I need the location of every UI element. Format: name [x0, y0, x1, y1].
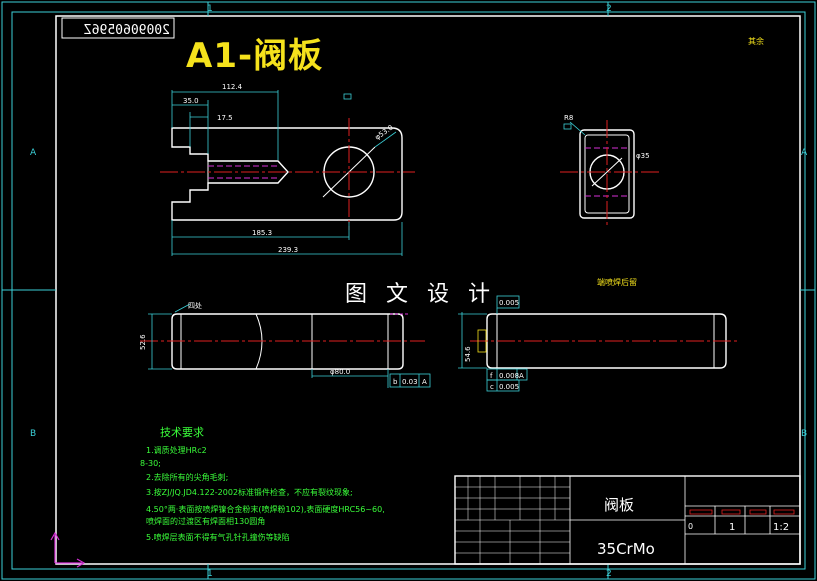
- side-view-dimension-text: R8 φ35: [564, 114, 650, 160]
- dim-17-5: 17.5: [217, 114, 233, 122]
- title-block-text: 阀板 35CrMo 0 1 1:2: [597, 496, 789, 558]
- dim-dia-53: φ53.0: [374, 123, 395, 141]
- dim-dia-35: φ35: [636, 152, 650, 160]
- tol-box-0-005: 0.005: [499, 299, 519, 307]
- tech-req-heading: 技术要求: [160, 426, 204, 439]
- tol-circularity-value: 0.005: [499, 383, 519, 391]
- title-block-small-zero: 0: [688, 522, 693, 531]
- tol-flatness-symbol: f: [490, 372, 493, 380]
- tol-flatness-datum: A: [519, 372, 524, 380]
- zone-number-bottom-1: 1: [207, 569, 213, 579]
- title-block-quantity: 1: [729, 522, 735, 533]
- tol-runout-symbol: b: [393, 378, 398, 386]
- dim-dia-80: φ80.0: [330, 368, 350, 376]
- tech-req-line-7: 5.喷焊层表面不得有气孔针孔撞伤等缺陷: [146, 532, 290, 542]
- title-banner: A1-阀板: [186, 36, 324, 76]
- watermark-text: 图 文 设 计: [345, 282, 496, 307]
- shaft-left-text: 四处 52.6 φ80.0 b 0.03 A: [139, 301, 427, 386]
- title-block-scale: 1:2: [773, 522, 789, 533]
- tol-flatness-value: 0.008: [499, 372, 519, 380]
- shaft-left-view: [140, 303, 431, 388]
- zone-number-top-2: 2: [606, 4, 612, 14]
- zone-letter-left-b: B: [30, 429, 36, 439]
- view-title-four-places: 四处: [188, 301, 202, 310]
- tech-req-line-4: 3.按ZJ/JQ.JD4.122-2002标准锻件检查，不应有裂纹现象;: [146, 487, 353, 497]
- tech-req-line-1: 1.调质处理HRc2: [146, 445, 207, 455]
- zone-number-top-1: 1: [207, 4, 213, 14]
- tech-requirements: 技术要求 1.调质处理HRc2 8-30; 2.去除所有的尖角毛刺; 3.按ZJ…: [140, 426, 385, 542]
- ucs-axis-icon: [50, 531, 86, 568]
- shaft-right-view: [458, 295, 740, 392]
- zone-letter-left-a: A: [30, 148, 37, 158]
- front-view: [160, 90, 415, 256]
- tech-req-line-6: 喷焊面的过渡区有焊面相130圆角: [146, 516, 265, 526]
- title-block: [454, 475, 801, 565]
- tol-runout-value: 0.03: [402, 378, 418, 386]
- tech-req-line-3: 2.去除所有的尖角毛刺;: [146, 472, 228, 482]
- dim-r8: R8: [564, 114, 573, 122]
- dim-185-3: 185.3: [252, 229, 272, 237]
- title-block-part-name: 阀板: [604, 496, 634, 514]
- zone-labels: 1 2 1 2 A B A B: [30, 4, 808, 579]
- dim-112-4: 112.4: [222, 83, 243, 91]
- front-view-dimension-text: 112.4 35.0 17.5 185.3 239.3 φ53.0: [183, 83, 395, 254]
- plate-outline: [171, 127, 403, 221]
- title-block-material: 35CrMo: [597, 540, 655, 558]
- corner-note: 其余: [748, 36, 764, 46]
- zone-number-bottom-2: 2: [606, 569, 612, 579]
- zone-letter-right-a: A: [801, 148, 808, 158]
- tol-runout-datum: A: [422, 378, 427, 386]
- dim-dia-54-6: 54.6: [464, 346, 472, 362]
- dim-35-0: 35.0: [183, 97, 199, 105]
- tol-circularity-symbol: c: [490, 383, 494, 391]
- tech-req-line-5: 4.50°两·表面按喷焊镍合金粉末(喷焊粉102),表面硬度HRC56~60,: [146, 504, 385, 514]
- dim-239-3: 239.3: [278, 246, 298, 254]
- side-view: [560, 120, 662, 228]
- view-title-after-weld: 端喷焊后留: [597, 277, 637, 287]
- shaft-right-text: 0.005 54.6 f 0.008 A c 0.005: [464, 299, 524, 391]
- drawing-number-box: 2009060596Z: [61, 17, 175, 39]
- zone-letter-right-b: B: [801, 429, 807, 439]
- drawing-number-mirrored: 2009060596Z: [84, 23, 170, 38]
- dim-dia-52-6: 52.6: [139, 334, 147, 350]
- tech-req-line-2: 8-30;: [140, 459, 161, 468]
